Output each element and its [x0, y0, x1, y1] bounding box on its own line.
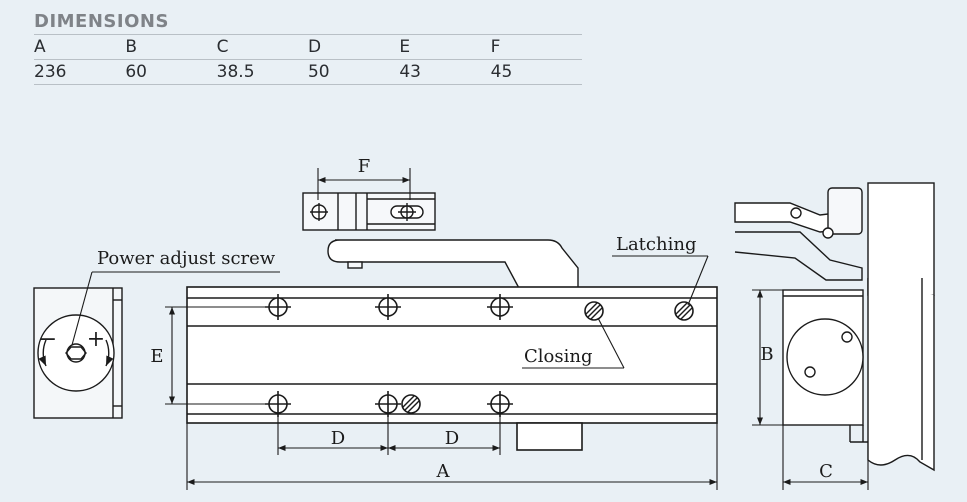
value-cell-a: 236 — [34, 62, 67, 82]
dim-b-label: B — [760, 344, 773, 365]
valve-leaders — [522, 255, 709, 369]
value-cell-d: 50 — [307, 62, 330, 82]
dim-f-label: F — [358, 156, 371, 177]
value-cell-c: 38.5 — [216, 62, 255, 82]
header-cell-d: D — [307, 37, 322, 57]
dim-a-label: A — [436, 461, 451, 482]
header-cell-e: E — [399, 37, 411, 57]
value-cell-f: 45 — [490, 62, 513, 82]
header-cell-b: B — [125, 37, 137, 57]
closing-label: Closing — [524, 346, 592, 367]
closer-body — [186, 286, 718, 451]
header-cell-a: A — [34, 37, 46, 57]
value-cell-e: 43 — [399, 62, 421, 82]
table-title: DIMENSIONS — [34, 10, 582, 35]
header-cell-c: C — [216, 37, 229, 57]
plus-sign: + — [87, 327, 105, 352]
table-value-row: 236 60 38.5 50 43 45 — [34, 60, 582, 85]
power-adjust-leader — [71, 271, 280, 346]
latching-label: Latching — [616, 234, 696, 255]
table-header-row: A B C D E F — [34, 35, 582, 60]
dim-e-label: E — [150, 346, 163, 367]
value-cell-b: 60 — [125, 62, 147, 82]
arm-bracket — [302, 192, 436, 231]
end-view-left — [33, 287, 123, 419]
dim-c-label: C — [819, 461, 833, 482]
power-adjust-label: Power adjust screw — [97, 248, 276, 269]
side-view-right — [734, 182, 935, 472]
dimensions-table: DIMENSIONS A B C D E F 236 60 38.5 50 43… — [34, 10, 582, 85]
closer-arm — [327, 239, 579, 291]
header-cell-f: F — [490, 37, 501, 57]
dim-d-label-right: D — [445, 428, 459, 449]
minus-sign: − — [39, 327, 57, 352]
dim-d-label-left: D — [331, 428, 345, 449]
